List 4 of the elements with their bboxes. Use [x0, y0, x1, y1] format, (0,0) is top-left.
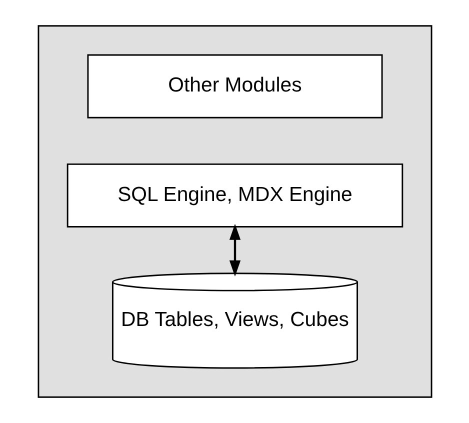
node-box: SQL Engine, MDX Engine — [66, 163, 403, 228]
cluster — [37, 25, 432, 398]
node-box: Other Modules — [86, 54, 382, 118]
arrow — [228, 224, 240, 276]
